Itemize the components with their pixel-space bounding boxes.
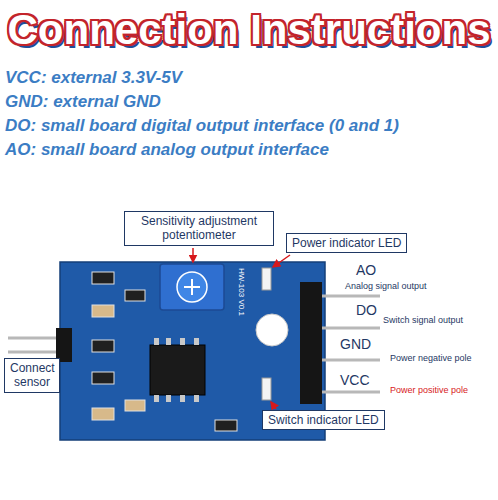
title: Connection Instructions [8, 6, 491, 54]
callout-box: Power indicator LED [286, 233, 407, 253]
pin-note: Switch signal output [383, 315, 463, 325]
callout-text: Switch indicator LED [268, 413, 379, 427]
callout-box: Connect sensor [4, 358, 60, 393]
spec-line: VCC: external 3.3V-5V [5, 68, 182, 88]
pin-name: VCC [340, 372, 370, 388]
pin-name: AO [356, 262, 376, 278]
callout-box: Switch indicator LED [262, 410, 385, 430]
spec-line: GND: external GND [5, 92, 161, 112]
pin-note: Power negative pole [390, 353, 472, 363]
callout-text: Sensitivity adjustment potentiometer [130, 214, 268, 243]
spec-line: DO: small board digital output interface… [5, 116, 399, 136]
spec-line: AO: small board analog output interface [5, 140, 329, 160]
board-marking: HW-103 V0.1 [237, 268, 246, 316]
pin-note: Analog signal output [345, 281, 427, 291]
callout-text: Power indicator LED [292, 236, 401, 250]
pin-name: DO [356, 302, 377, 318]
pin-note: Power positive pole [390, 385, 468, 395]
callout-text: Connect sensor [10, 361, 54, 390]
pin-name: GND [340, 336, 371, 352]
callout-box: Sensitivity adjustment potentiometer [124, 211, 274, 246]
